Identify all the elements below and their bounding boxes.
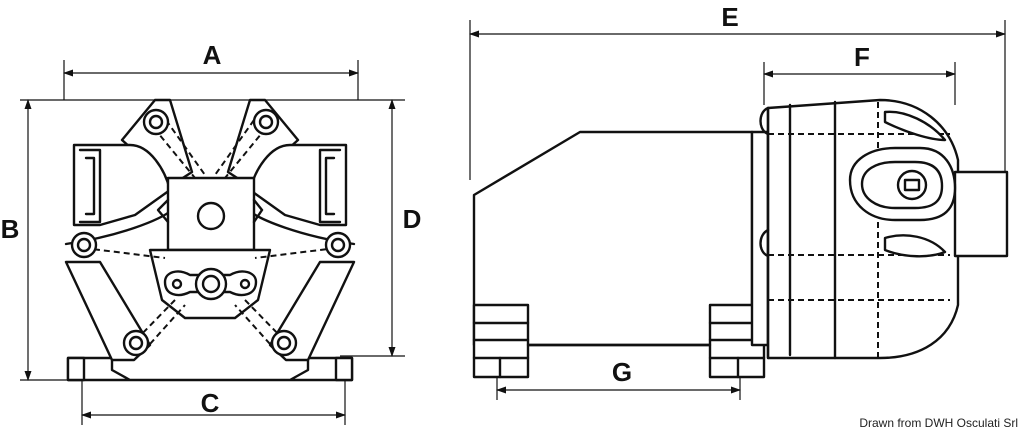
dimension-lines [24, 30, 1006, 419]
dimension-label-e: E [721, 2, 738, 32]
dimension-label-g: G [612, 357, 632, 387]
dimension-label-c: C [201, 388, 220, 418]
credit-text: Drawn from DWH Osculati Srl [859, 416, 1018, 430]
dimension-label-f: F [854, 42, 870, 72]
side-view [469, 20, 1009, 400]
dimension-label-a: A [203, 40, 222, 70]
front-view [20, 60, 405, 425]
dimension-label-d: D [403, 204, 422, 234]
dimension-label-b: B [1, 214, 20, 244]
